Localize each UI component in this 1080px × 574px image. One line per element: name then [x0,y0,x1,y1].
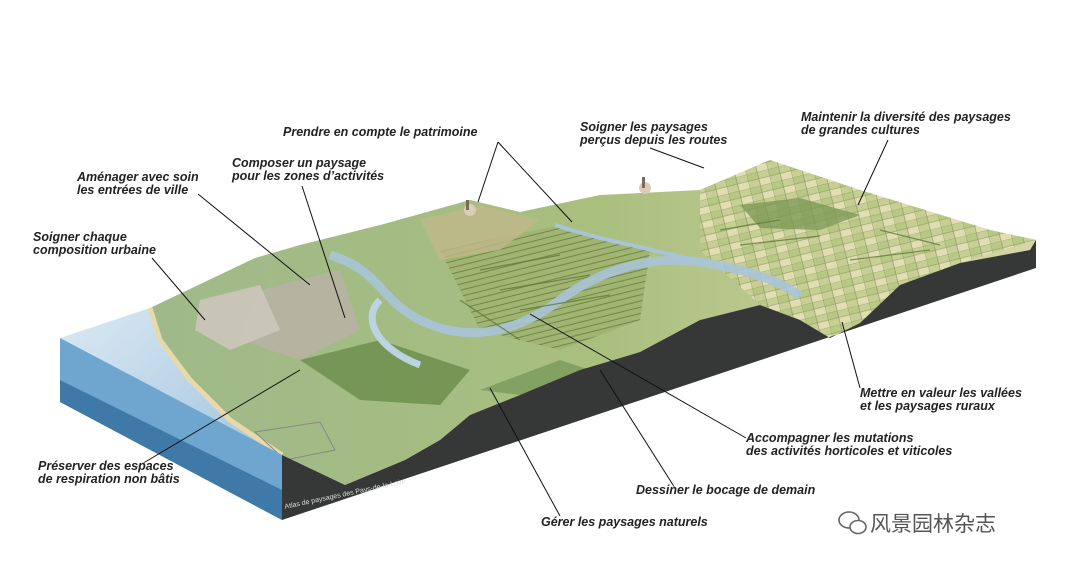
label-urbaine-line1: Soigner chaque [33,230,127,244]
label-entrees-de-ville: Aménager avec soin les entrées de ville [77,171,199,197]
label-cultures-line1: Maintenir la diversité des paysages [801,110,1011,124]
label-entrees-line2: les entrées de ville [77,183,189,197]
label-respiration-line1: Préserver des espaces [38,459,174,473]
label-composition-urbaine: Soigner chaque composition urbaine [33,231,156,257]
label-routes-line2: perçus depuis les routes [580,133,728,147]
label-zones-activites: Composer un paysage pour les zones d’act… [232,157,384,183]
label-cultures-line2: de grandes cultures [801,123,920,137]
label-activites-line2: pour les zones d’activités [232,169,385,183]
label-entrees-line1: Aménager avec soin [77,170,199,184]
label-mutations: Accompagner les mutations des activités … [746,432,952,458]
label-vallees-line1: Mettre en valeur les vallées [860,386,1022,400]
wechat-icon [838,511,867,535]
label-respiration: Préserver des espaces de respiration non… [38,460,180,486]
label-paysages-naturels: Gérer les paysages naturels [541,515,708,529]
watermark: 风景园林杂志 [870,508,996,538]
label-cultures: Maintenir la diversité des paysages de g… [801,111,1011,137]
label-mutations-line2: des activités horticoles et viticoles [746,444,953,458]
label-urbaine-line2: composition urbaine [33,243,156,257]
label-respiration-line2: de respiration non bâtis [38,472,180,486]
label-activites-line1: Composer un paysage [232,156,367,170]
watermark-text: 风景园林杂志 [870,512,996,536]
label-routes: Soigner les paysages perçus depuis les r… [580,121,727,147]
label-routes-line1: Soigner les paysages [580,120,708,134]
label-mutations-line1: Accompagner les mutations [746,431,914,445]
label-vallees-line2: et les paysages ruraux [860,399,995,413]
label-bocage: Dessiner le bocage de demain [636,483,816,497]
block-side [60,240,1036,520]
label-patrimoine: Prendre en compte le patrimoine [283,125,478,139]
leader-lines [134,139,889,517]
label-vallees: Mettre en valeur les vallées et les pays… [860,387,1022,413]
